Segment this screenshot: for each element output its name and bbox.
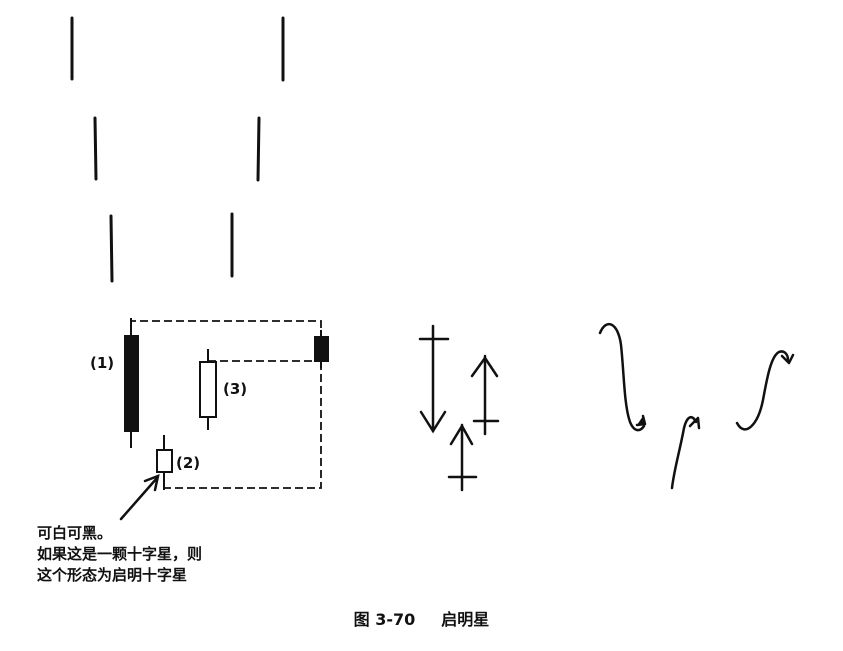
down-arrow-icon bbox=[418, 324, 450, 434]
note-line-3: 这个形态为启明十字星 bbox=[37, 566, 188, 584]
note-line-1: 可白可黑。 bbox=[37, 524, 113, 542]
candle-1-label: (1) bbox=[90, 354, 114, 372]
figure-number: 图 3-70 bbox=[353, 610, 416, 629]
annotation-note: 可白可黑。 如果这是一颗十字星，则 这个形态为启明十字星 bbox=[37, 523, 202, 586]
pointer-arrow bbox=[119, 474, 160, 521]
wave-down-stroke bbox=[598, 322, 646, 432]
candle-2-label: (2) bbox=[176, 454, 200, 472]
wave-small-up-stroke bbox=[670, 415, 698, 490]
figure-title: 启明星 bbox=[441, 610, 490, 629]
top-stroke-5 bbox=[109, 214, 114, 283]
candle-3-white bbox=[199, 349, 217, 430]
up-arrow-icon bbox=[470, 354, 500, 436]
small-up-arrow-icon bbox=[447, 423, 478, 492]
candle-2-star bbox=[156, 435, 173, 490]
reference-black-candle bbox=[314, 330, 329, 368]
top-vertical-strokes bbox=[70, 16, 285, 283]
candle-1-black bbox=[124, 318, 139, 448]
top-stroke-3 bbox=[93, 116, 98, 181]
price-wave-icon bbox=[598, 322, 795, 490]
lower-dashed-bracket bbox=[163, 362, 322, 489]
top-stroke-4 bbox=[256, 116, 261, 182]
note-line-2: 如果这是一颗十字星，则 bbox=[37, 545, 203, 563]
upper-dashed-bracket bbox=[130, 320, 322, 336]
candle-3-label: (3) bbox=[223, 380, 247, 398]
figure-caption: 图 3-70 启明星 bbox=[0, 606, 843, 630]
wave-up-stroke bbox=[735, 350, 790, 431]
